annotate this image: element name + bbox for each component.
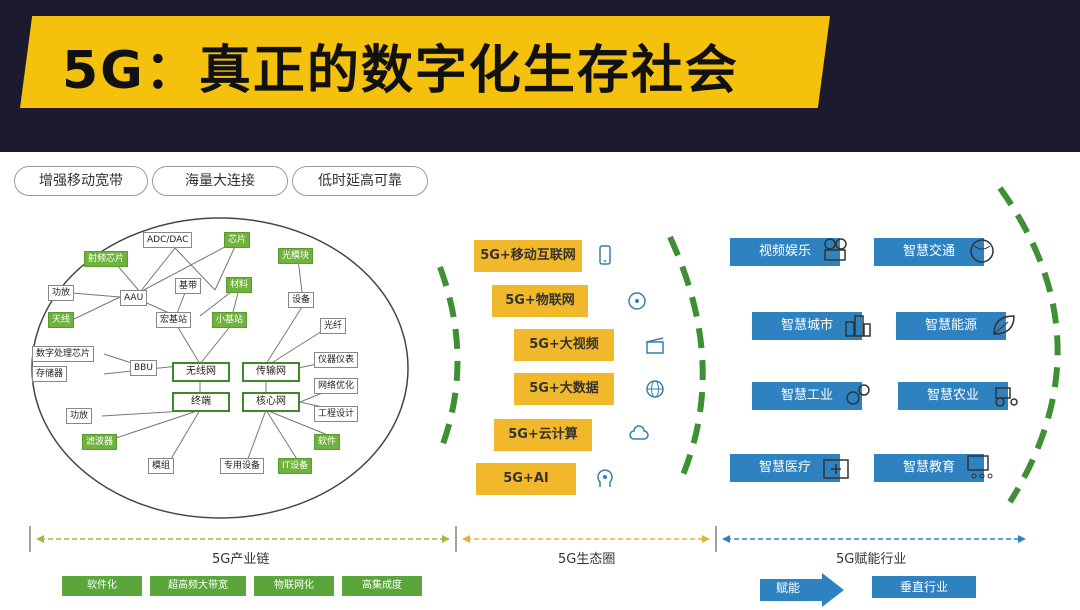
node-equipment: 设备 xyxy=(288,292,315,308)
energy-leaf-icon xyxy=(993,315,1015,335)
section-arrows xyxy=(29,526,1026,552)
video-clapper-icon xyxy=(646,337,664,354)
node-core-net: 核心网 xyxy=(242,392,300,412)
node-antenna: 天线 xyxy=(48,312,75,328)
node-macro-station: 宏基站 xyxy=(156,312,192,328)
industrial-gears-icon xyxy=(846,384,870,405)
ai-head-icon xyxy=(597,469,613,487)
empower-arrow xyxy=(760,573,844,607)
industry-smart-energy: 智慧能源 xyxy=(896,312,1006,340)
diagram-graphics xyxy=(29,186,1061,552)
feature-iot: 物联网化 xyxy=(254,576,334,596)
section-label-eco: 5G生态圈 xyxy=(558,552,616,567)
page-title: 5G：真正的数字化生存社会 xyxy=(62,41,739,101)
eco-big-data: 5G+大数据 xyxy=(514,373,614,405)
node-power-amp-2: 功放 xyxy=(66,408,93,424)
node-baseband: 基带 xyxy=(175,278,202,294)
title-banner xyxy=(20,16,830,108)
traffic-globe-icon xyxy=(970,239,994,263)
industry-video-ent: 视频娱乐 xyxy=(730,238,840,266)
education-board-icon xyxy=(967,455,993,479)
eco-cloud: 5G+云计算 xyxy=(494,419,592,451)
node-net-opt: 网络优化 xyxy=(314,378,359,394)
node-adc-dac: ADC/DAC xyxy=(143,232,193,248)
node-it-equip: IT设备 xyxy=(278,458,313,474)
tractor-icon xyxy=(995,387,1018,407)
industry-smart-city: 智慧城市 xyxy=(752,312,862,340)
section-label-empower: 5G赋能行业 xyxy=(836,552,907,567)
pill-urllc: 低时延高可靠 xyxy=(292,166,428,196)
node-special-equip: 专用设备 xyxy=(220,458,265,474)
node-optical-module: 光模块 xyxy=(278,248,314,264)
node-eng-design: 工程设计 xyxy=(314,406,359,422)
eco-mobile-internet: 5G+移动互联网 xyxy=(474,240,582,272)
empower-arrow-label: 赋能 xyxy=(776,581,801,595)
cloud-icon xyxy=(629,425,649,440)
diagram-area: 增强移动宽带 海量大连接 低时延高可靠 xyxy=(0,152,1080,610)
industry-arc xyxy=(997,186,1061,504)
node-storage: 存储器 xyxy=(32,366,68,382)
node-aau: AAU xyxy=(120,290,148,306)
node-fiber: 光纤 xyxy=(320,318,347,334)
header-bar: 5G：真正的数字化生存社会 xyxy=(0,0,1080,152)
industry-smart-manufacturing: 智慧工业 xyxy=(752,382,862,410)
node-software: 软件 xyxy=(314,434,341,450)
eco-video: 5G+大视频 xyxy=(514,329,614,361)
node-filter: 滤波器 xyxy=(82,434,118,450)
mobile-phone-icon xyxy=(599,245,611,265)
eco-left-arc xyxy=(437,265,461,454)
film-camera-icon xyxy=(824,238,847,261)
node-instrument: 仪器仪表 xyxy=(314,352,359,368)
node-dsp-chip: 数字处理芯片 xyxy=(32,346,95,362)
globe-icon xyxy=(646,380,664,398)
feature-high-integration: 高集成度 xyxy=(342,576,422,596)
chain-connectors xyxy=(71,239,346,465)
node-transport-net: 传输网 xyxy=(242,362,300,382)
industry-smart-agriculture: 智慧农业 xyxy=(898,382,1008,410)
medical-kit-icon xyxy=(823,459,849,479)
section-label-chain: 5G产业链 xyxy=(212,552,270,567)
eco-iot: 5G+物联网 xyxy=(492,285,588,317)
feature-high-freq-bandwidth: 超高频大带宽 xyxy=(150,576,246,596)
industry-smart-traffic: 智慧交通 xyxy=(874,238,984,266)
iot-network-icon xyxy=(628,292,646,310)
industry-smart-medical: 智慧医疗 xyxy=(730,454,840,482)
node-module: 模组 xyxy=(148,458,175,474)
node-wireless-net: 无线网 xyxy=(172,362,230,382)
node-rf-chip: 射频芯片 xyxy=(84,251,129,267)
pill-mmtc: 海量大连接 xyxy=(152,166,288,196)
city-buildings-icon xyxy=(845,315,871,337)
feature-softwarization: 软件化 xyxy=(62,576,142,596)
eco-ai: 5G+AI xyxy=(476,463,576,495)
industry-smart-education: 智慧教育 xyxy=(874,454,984,482)
eco-right-arc xyxy=(667,235,706,484)
node-bbu: BBU xyxy=(130,360,157,376)
node-power-amp: 功放 xyxy=(48,285,75,301)
node-small-station: 小基站 xyxy=(212,312,248,328)
node-terminal: 终端 xyxy=(172,392,230,412)
node-chip: 芯片 xyxy=(224,232,251,248)
node-material: 材料 xyxy=(226,277,253,293)
vertical-industry-tag: 垂直行业 xyxy=(872,576,976,598)
pill-embb: 增强移动宽带 xyxy=(14,166,148,196)
